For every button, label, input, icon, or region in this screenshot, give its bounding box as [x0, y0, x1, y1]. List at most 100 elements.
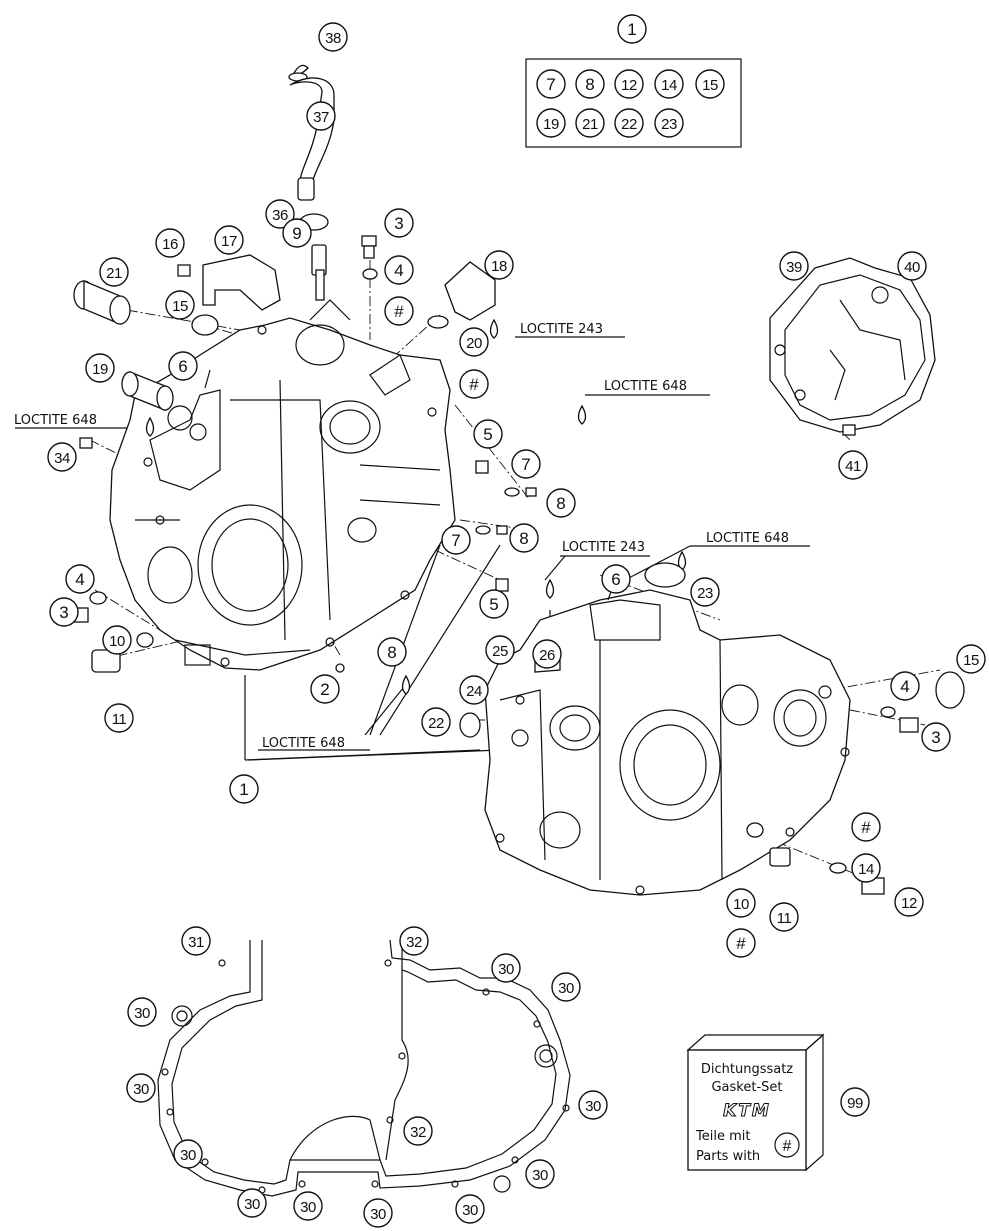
callout-1: 1: [229, 774, 259, 804]
callout-7: 7: [511, 449, 541, 479]
callout-number: 37: [313, 109, 329, 126]
gasket-set-line-en: Gasket-Set: [711, 1080, 782, 1095]
callout-circle: [525, 1159, 555, 1189]
callout-number: 8: [519, 529, 528, 548]
callout-circle: [536, 108, 566, 138]
callout-circle: [921, 722, 951, 752]
callout-circle: [399, 926, 429, 956]
callout-number: 32: [406, 934, 422, 951]
callout-3: 3: [49, 597, 79, 627]
callout-30: 30: [173, 1139, 203, 1169]
callout-32: 32: [403, 1116, 433, 1146]
callout-17: 17: [214, 225, 244, 255]
callout-circle: [890, 671, 920, 701]
callout-number: #: [469, 375, 479, 394]
callout-38: 38: [318, 22, 348, 52]
callout-circle: [894, 887, 924, 917]
callout-circle: [459, 327, 489, 357]
callout-4: 4: [65, 564, 95, 594]
callout-hash: #: [459, 369, 489, 399]
callout-19: 19: [536, 108, 566, 138]
callout-number: 8: [585, 75, 594, 94]
callout-12: 12: [614, 69, 644, 99]
callout-circle: [318, 22, 348, 52]
loctite-243-label: LOCTITE 243: [520, 322, 603, 337]
callout-number: 9: [292, 224, 301, 243]
callout-number: 40: [904, 259, 920, 276]
callout-36: 36: [265, 199, 295, 229]
callout-number: 30: [180, 1147, 196, 1164]
callout-99: 99: [840, 1087, 870, 1117]
callout-number: 3: [59, 603, 68, 622]
callout-number: 16: [162, 236, 178, 253]
callout-circle: [479, 589, 509, 619]
callout-number: 8: [556, 494, 565, 513]
callout-circle: [575, 69, 605, 99]
ktm-logo: KTM: [723, 1101, 771, 1121]
callout-number: 1: [239, 780, 248, 799]
callout-hash: #: [851, 812, 881, 842]
callout-14: 14: [654, 69, 684, 99]
callout-20: 20: [459, 327, 489, 357]
callout-number: 30: [585, 1098, 601, 1115]
callout-circle: [403, 1116, 433, 1146]
callout-circle: [293, 1191, 323, 1221]
callout-circle: [897, 251, 927, 281]
callout-circle: [384, 255, 414, 285]
callout-number: 22: [428, 715, 444, 732]
callout-circle: [614, 69, 644, 99]
callout-circle: [155, 228, 185, 258]
callout-22: 22: [614, 108, 644, 138]
callout-number: 14: [661, 77, 677, 94]
callout-circle: [421, 707, 451, 737]
callout-number: 4: [75, 570, 84, 589]
callout-number: 12: [901, 895, 917, 912]
callout-number: 15: [702, 77, 718, 94]
callout-circle: [229, 774, 259, 804]
callout-number: 5: [483, 425, 492, 444]
callout-30: 30: [525, 1159, 555, 1189]
callout-number: 2: [320, 680, 329, 699]
loctite-648-label: LOCTITE 648: [706, 531, 789, 546]
callout-26: 26: [532, 639, 562, 669]
callout-34: 34: [47, 442, 77, 472]
callout-number: 3: [394, 214, 403, 233]
callout-number: 4: [394, 261, 403, 280]
callout-number: #: [736, 934, 746, 953]
callout-circle: [726, 888, 756, 918]
callout-circle: [578, 1090, 608, 1120]
callout-number: 1: [627, 20, 636, 39]
callout-circle: [168, 351, 198, 381]
callout-number: 26: [539, 647, 555, 664]
callout-number: 10: [109, 633, 125, 650]
callout-number: 34: [54, 450, 70, 467]
callout-30: 30: [126, 1073, 156, 1103]
callout-32: 32: [399, 926, 429, 956]
assembly-kit-box: [525, 58, 742, 148]
callout-circle: [459, 369, 489, 399]
callout-circle: [614, 108, 644, 138]
callout-30: 30: [237, 1188, 267, 1218]
callout-8: 8: [509, 523, 539, 553]
callout-hash: #: [384, 296, 414, 326]
callout-number: 30: [532, 1167, 548, 1184]
callout-circle: [851, 853, 881, 883]
callout-25: 25: [485, 635, 515, 665]
callout-number: 99: [847, 1095, 863, 1112]
callout-4: 4: [890, 671, 920, 701]
callout-number: 30: [244, 1196, 260, 1213]
callout-circle: [47, 442, 77, 472]
crankcase-gasket: [157, 939, 571, 1197]
callout-15: 15: [695, 69, 725, 99]
callout-number: 8: [387, 643, 396, 662]
callout-number: 39: [786, 259, 802, 276]
callout-circle: [377, 637, 407, 667]
callout-23: 23: [654, 108, 684, 138]
callout-circle: [384, 296, 414, 326]
callout-circle: [165, 290, 195, 320]
callout-9: 9: [282, 218, 312, 248]
callout-circle: [265, 199, 295, 229]
callout-circle: [173, 1139, 203, 1169]
callout-number: 14: [858, 861, 874, 878]
